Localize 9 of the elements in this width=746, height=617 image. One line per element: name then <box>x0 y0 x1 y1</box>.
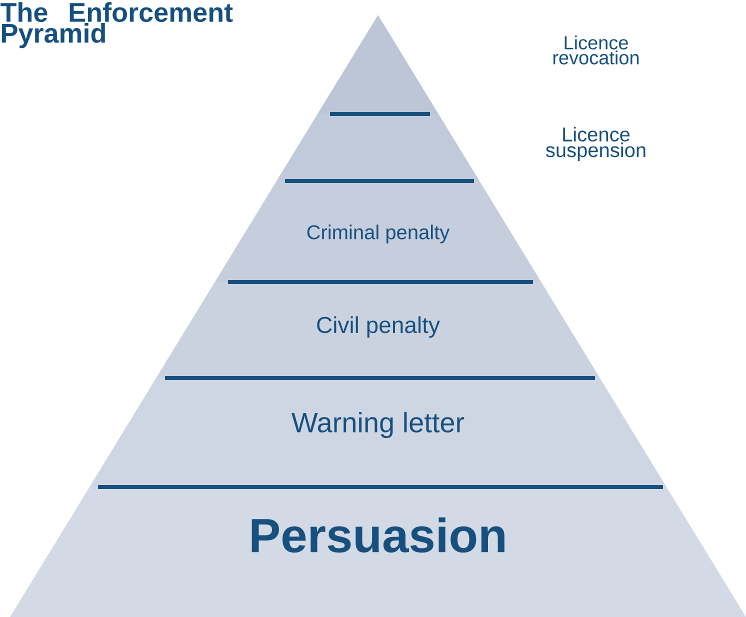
pyramid-tier: Warning letter <box>90 378 666 487</box>
pyramid-tier: Persuasion <box>10 487 746 617</box>
tier-label: Licence suspension <box>546 126 646 162</box>
tier-label: Licence revocation <box>553 36 639 64</box>
pyramid-tier: Criminal penalty <box>214 181 542 282</box>
pyramid-tier: Civil penalty <box>156 282 600 378</box>
title: The Enforcement Pyramid <box>0 2 233 48</box>
pyramid-tier <box>318 15 438 114</box>
pyramid-tier <box>276 114 480 181</box>
